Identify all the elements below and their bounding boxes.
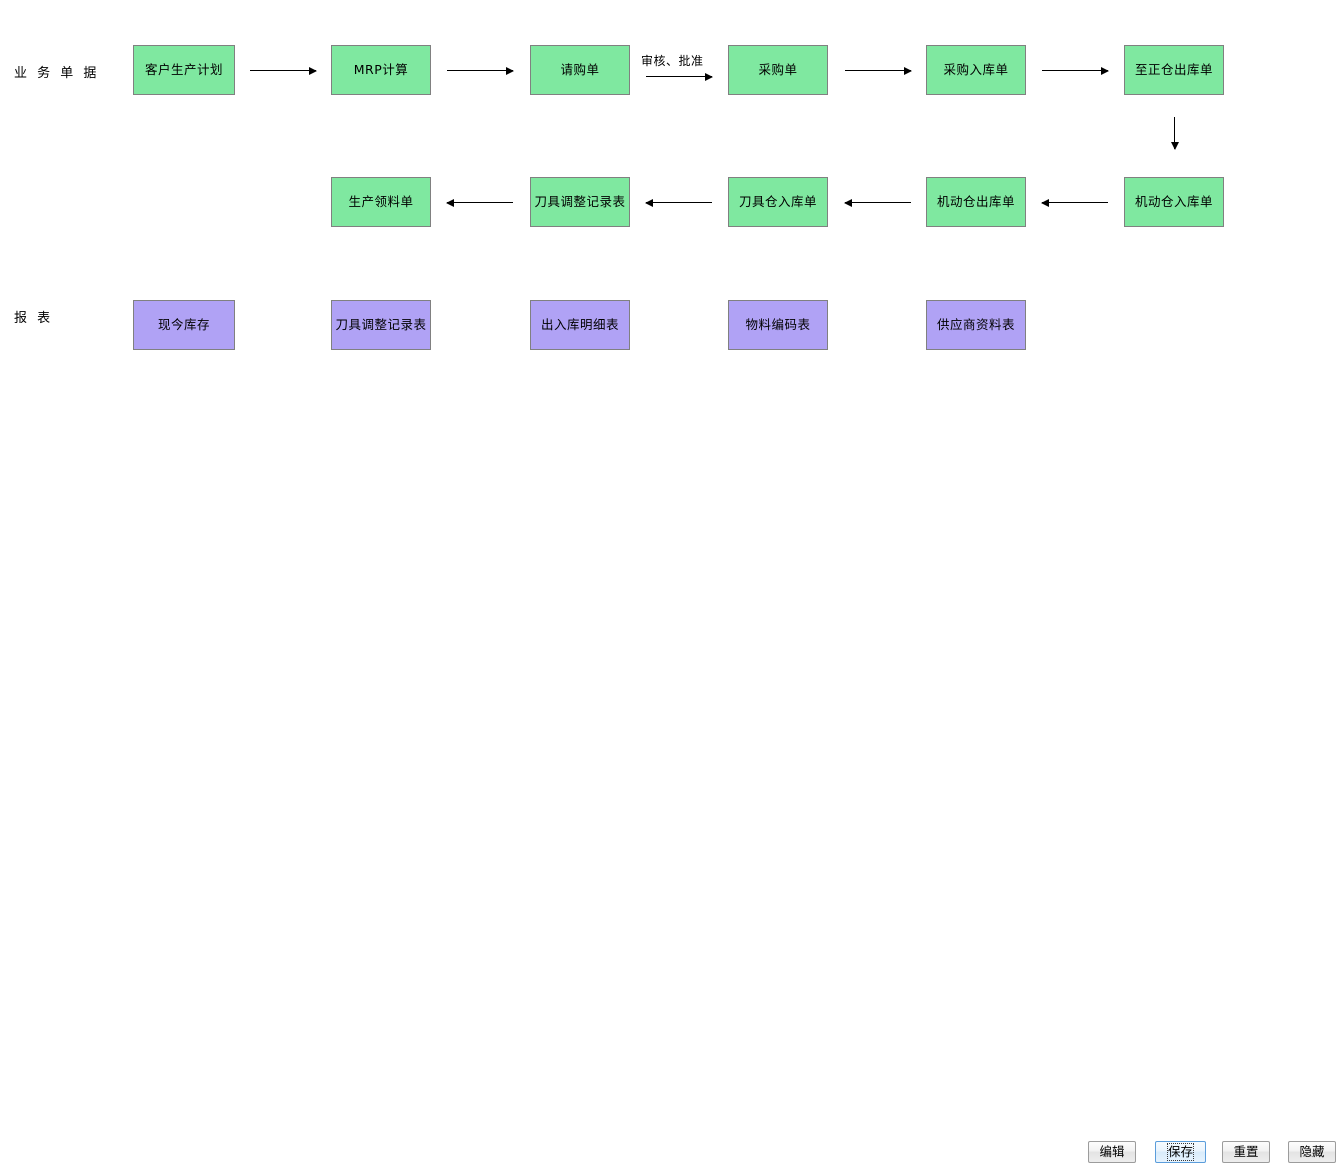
arrow-purchase-order-to-receipt (845, 66, 912, 75)
arrowhead-right-icon (1101, 66, 1109, 75)
save-button-label: 保存 (1167, 1143, 1195, 1161)
node-customer-production-plan[interactable]: 客户生产计划 (133, 45, 235, 95)
arrowhead-left-icon (844, 198, 852, 207)
node-mobile-warehouse-issue[interactable]: 机动仓出库单 (926, 177, 1026, 227)
node-tool-adjustment-record[interactable]: 刀具调整记录表 (530, 177, 630, 227)
node-tool-warehouse-receipt[interactable]: 刀具仓入库单 (728, 177, 828, 227)
edge-label-approve: 审核、批准 (641, 54, 704, 68)
reset-button-label: 重置 (1233, 1144, 1259, 1159)
node-zhengcang-issue[interactable]: 至正仓出库单 (1124, 45, 1224, 95)
node-mobile-warehouse-receipt[interactable]: 机动仓入库单 (1124, 177, 1224, 227)
arrowhead-right-icon (705, 72, 713, 81)
arrowhead-right-icon (309, 66, 317, 75)
report-supplier-data-table[interactable]: 供应商资料表 (926, 300, 1026, 350)
node-purchase-receipt[interactable]: 采购入库单 (926, 45, 1026, 95)
row-label-reports: 报 表 (14, 311, 54, 326)
node-purchase-order[interactable]: 采购单 (728, 45, 828, 95)
report-current-inventory[interactable]: 现今库存 (133, 300, 235, 350)
arrow-requisition-to-purchase-order (646, 72, 713, 81)
hide-button[interactable]: 隐藏 (1288, 1141, 1336, 1163)
arrow-tool-adjustment-to-production-issue (446, 198, 513, 207)
save-button[interactable]: 保存 (1155, 1141, 1207, 1163)
arrow-receipt-to-main-warehouse-issue (1042, 66, 1109, 75)
node-production-material-issue[interactable]: 生产领料单 (331, 177, 431, 227)
arrow-mobile-issue-to-tool-receipt (844, 198, 911, 207)
bottom-toolbar: 编辑 保存 重置 隐藏 (0, 565, 1342, 1163)
reset-button[interactable]: 重置 (1222, 1141, 1270, 1163)
arrow-tool-receipt-to-tool-adjustment (645, 198, 712, 207)
arrowhead-left-icon (645, 198, 653, 207)
arrowhead-right-icon (506, 66, 514, 75)
report-tool-adjustment-record[interactable]: 刀具调整记录表 (331, 300, 431, 350)
edit-button[interactable]: 编辑 (1088, 1141, 1136, 1163)
arrow-mrp-to-requisition (447, 66, 514, 75)
report-material-code-table[interactable]: 物料编码表 (728, 300, 828, 350)
node-purchase-requisition[interactable]: 请购单 (530, 45, 630, 95)
arrowhead-down-icon (1170, 142, 1179, 150)
arrow-zhengcang-issue-to-mobile-receipt (1170, 117, 1179, 150)
node-mrp-calculation[interactable]: MRP计算 (331, 45, 431, 95)
row-label-documents: 业 务 单 据 (14, 66, 100, 81)
flowchart-canvas: 业 务 单 据 报 表 客户生产计划 MRP计算 请购单 审核、批准 采购单 采… (14, 45, 1224, 350)
arrowhead-right-icon (904, 66, 912, 75)
arrow-mobile-receipt-to-mobile-issue (1041, 198, 1108, 207)
arrowhead-left-icon (446, 198, 454, 207)
report-inbound-outbound-detail[interactable]: 出入库明细表 (530, 300, 630, 350)
arrowhead-left-icon (1041, 198, 1049, 207)
hide-button-label: 隐藏 (1299, 1144, 1325, 1159)
edit-button-label: 编辑 (1099, 1144, 1125, 1159)
arrow-plan-to-mrp (250, 66, 317, 75)
